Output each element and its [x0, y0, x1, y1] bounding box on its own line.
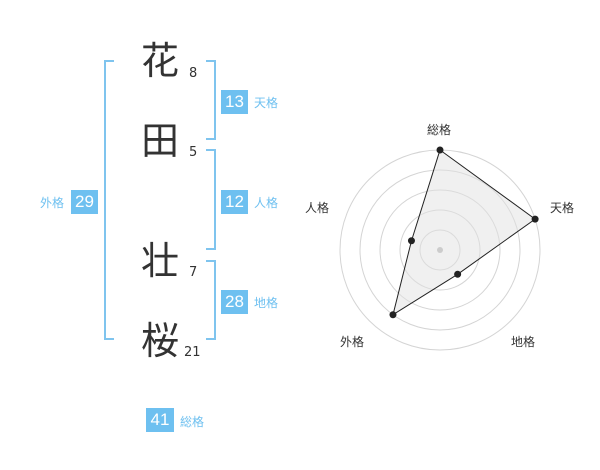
- radar-label-soukaku: 総格: [427, 123, 452, 137]
- chikaku-bracket: [206, 260, 216, 340]
- stroke-count-4: 21: [184, 345, 201, 360]
- name-char-1: 花: [140, 39, 179, 83]
- tenkaku-label: 天格: [254, 96, 279, 110]
- radar-point-4: [389, 311, 397, 319]
- stroke-count-2: 5: [189, 145, 198, 160]
- gaikaku-value: 29: [71, 190, 98, 214]
- radar-label-tenkaku: 天格: [550, 201, 575, 215]
- gaikaku-bracket: [104, 60, 114, 340]
- radar-point-1: [436, 146, 444, 154]
- soukaku-value: 41: [146, 408, 174, 432]
- radar-point-5: [407, 237, 415, 245]
- soukaku-label: 総格: [180, 415, 205, 429]
- radar-label-jinkaku: 人格: [305, 201, 330, 215]
- name-char-2: 田: [140, 119, 179, 163]
- radar-center: [437, 247, 443, 253]
- tenkaku-bracket: [206, 60, 216, 140]
- gaikaku-label: 外格: [40, 196, 65, 210]
- stroke-count-3: 7: [189, 265, 198, 280]
- radar-point-3: [454, 270, 462, 278]
- radar-point-2: [531, 215, 539, 223]
- jinkaku-bracket: [206, 149, 216, 250]
- chikaku-label: 地格: [254, 296, 279, 310]
- tenkaku-value: 13: [221, 90, 248, 114]
- radar-label-gaikaku: 外格: [340, 335, 365, 349]
- radar-label-chikaku: 地格: [511, 335, 536, 349]
- chikaku-value: 28: [221, 290, 248, 314]
- jinkaku-label: 人格: [254, 196, 279, 210]
- name-char-4: 桜: [140, 319, 179, 363]
- name-char-3: 壮: [140, 239, 179, 283]
- stroke-count-1: 8: [189, 66, 198, 81]
- radar-area: [392, 149, 536, 316]
- jinkaku-value: 12: [221, 190, 248, 214]
